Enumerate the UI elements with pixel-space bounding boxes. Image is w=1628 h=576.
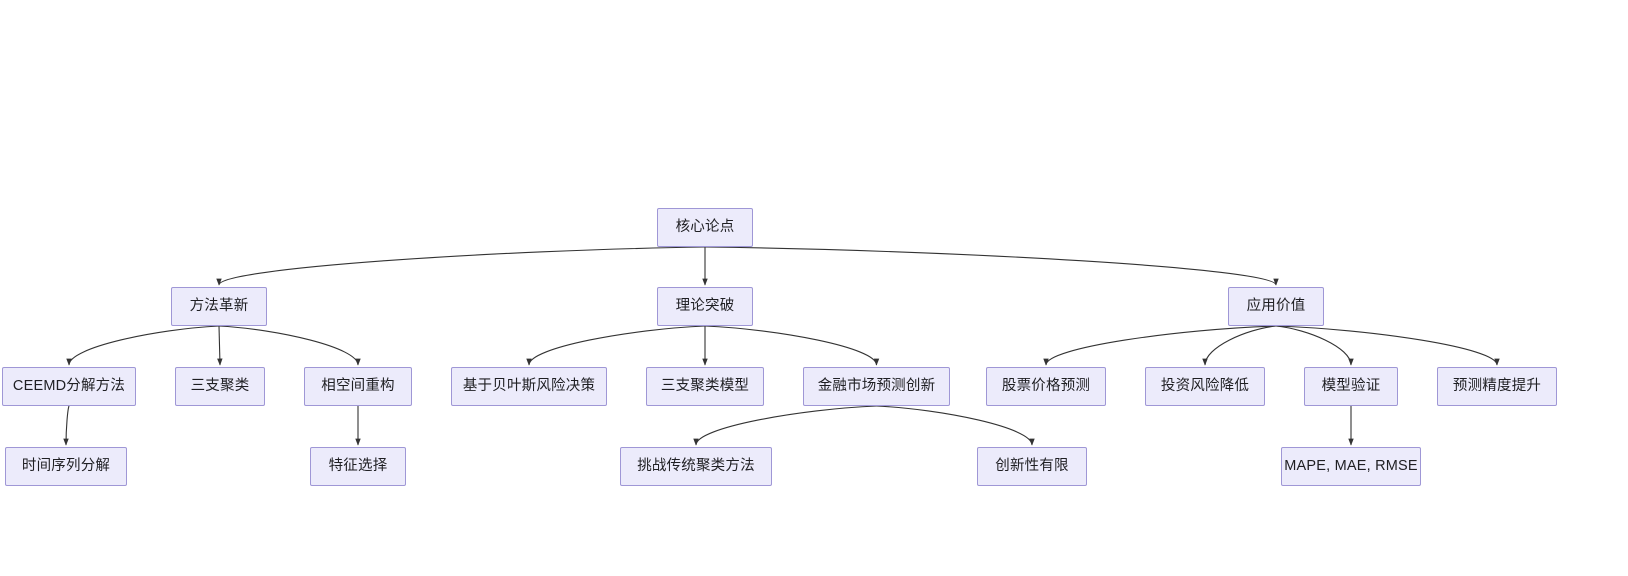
node-d5[interactable]: MAPE, MAE, RMSE: [1281, 447, 1421, 486]
edge-b3-to-c7: [1043, 325, 1277, 366]
edge-c1-to-d1: [63, 405, 70, 446]
edge-b1-to-c3: [218, 325, 361, 366]
node-label: 三支聚类模型: [660, 378, 750, 395]
edge-c6-to-d3: [693, 405, 877, 446]
diagram-edges: [63, 246, 1500, 446]
edge-root-to-b1: [216, 246, 706, 286]
node-c9[interactable]: 模型验证: [1304, 367, 1398, 406]
node-c7[interactable]: 股票价格预测: [986, 367, 1106, 406]
node-d1[interactable]: 时间序列分解: [5, 447, 127, 486]
edge-b3-to-c10: [1275, 325, 1500, 366]
node-c1[interactable]: CEEMD分解方法: [2, 367, 136, 406]
node-c10[interactable]: 预测精度提升: [1437, 367, 1557, 406]
node-label: 基于贝叶斯风险决策: [462, 378, 596, 395]
node-d3[interactable]: 挑战传统聚类方法: [620, 447, 772, 486]
edge-b3-to-c8: [1202, 325, 1277, 366]
node-c5[interactable]: 三支聚类模型: [646, 367, 764, 406]
node-b1[interactable]: 方法革新: [171, 287, 267, 326]
node-label: 应用价值: [1246, 298, 1306, 315]
node-label: 创新性有限: [995, 458, 1069, 475]
edge-b1-to-c1: [66, 325, 220, 366]
node-label: MAPE, MAE, RMSE: [1284, 458, 1418, 475]
node-c2[interactable]: 三支聚类: [175, 367, 265, 406]
node-d2[interactable]: 特征选择: [310, 447, 406, 486]
edge-root-to-b3: [704, 246, 1279, 286]
node-root[interactable]: 核心论点: [657, 208, 753, 247]
node-c3[interactable]: 相空间重构: [304, 367, 412, 406]
node-label: 挑战传统聚类方法: [637, 458, 755, 475]
node-b2[interactable]: 理论突破: [657, 287, 753, 326]
node-d4[interactable]: 创新性有限: [977, 447, 1087, 486]
node-label: 模型验证: [1321, 378, 1381, 395]
node-label: 时间序列分解: [21, 458, 111, 475]
node-b3[interactable]: 应用价值: [1228, 287, 1324, 326]
node-label: 相空间重构: [321, 378, 395, 395]
node-c6[interactable]: 金融市场预测创新: [803, 367, 950, 406]
node-label: 特征选择: [328, 458, 388, 475]
node-c4[interactable]: 基于贝叶斯风险决策: [451, 367, 607, 406]
edge-b2-to-c4: [526, 325, 706, 366]
node-label: CEEMD分解方法: [12, 378, 126, 395]
edge-b3-to-c9: [1275, 325, 1354, 366]
edge-c6-to-d4: [876, 405, 1035, 446]
edge-b1-to-c2: [217, 325, 223, 366]
node-label: 预测精度提升: [1452, 378, 1542, 395]
node-label: 金融市场预测创新: [817, 378, 936, 395]
node-label: 股票价格预测: [1001, 378, 1091, 395]
node-label: 投资风险降低: [1160, 378, 1250, 395]
node-c8[interactable]: 投资风险降低: [1145, 367, 1265, 406]
node-label: 核心论点: [675, 219, 735, 236]
node-label: 三支聚类: [190, 378, 250, 395]
node-label: 方法革新: [189, 298, 249, 315]
node-label: 理论突破: [675, 298, 735, 315]
edge-b2-to-c6: [704, 325, 880, 366]
